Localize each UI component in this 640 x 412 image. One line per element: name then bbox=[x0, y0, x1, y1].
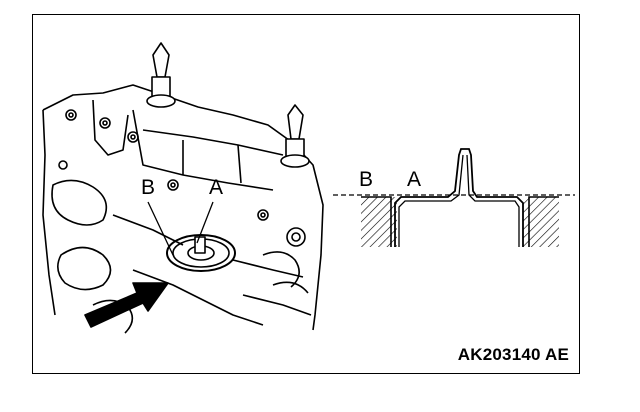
callout-a-left: A bbox=[209, 176, 224, 199]
cylinder-head-drawing bbox=[42, 42, 324, 334]
callout-b-right: B bbox=[359, 168, 374, 191]
callout-a-right: A bbox=[407, 168, 422, 191]
callout-b-left: B bbox=[141, 176, 156, 199]
figure-code: AK203140 AE bbox=[457, 345, 569, 364]
illustration-frame: B A B A AK203140 AE bbox=[32, 14, 580, 374]
engine-head-illustration bbox=[42, 42, 575, 334]
seal-cross-section bbox=[333, 148, 575, 247]
